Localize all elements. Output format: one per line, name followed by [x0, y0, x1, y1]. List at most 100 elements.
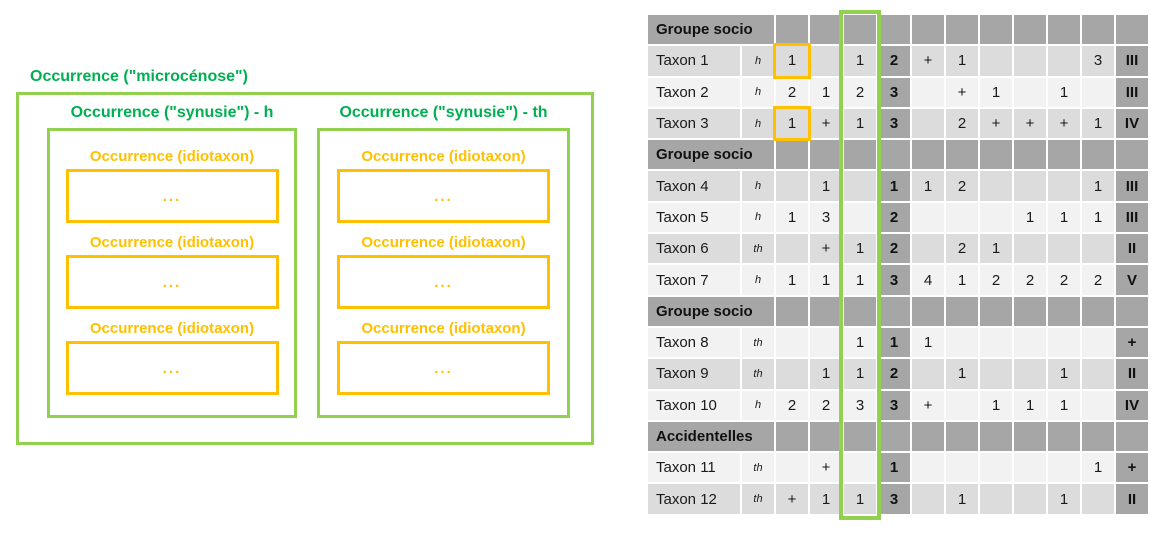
header-filler-cell — [980, 421, 1012, 452]
value-cell: 1 — [810, 77, 842, 107]
total-cell: 3 — [878, 265, 910, 295]
idiotaxon-box: ... — [65, 169, 279, 223]
total-cell: 1 — [878, 327, 910, 358]
header-filler-cell — [912, 140, 944, 170]
idiotaxon-box: ... — [337, 341, 550, 395]
value-cell: 1 — [810, 484, 842, 514]
value-cell — [912, 484, 944, 514]
taxon-name-cell: Taxon 1 — [648, 46, 740, 76]
header-filler-cell — [946, 140, 978, 170]
value-cell: 2 — [946, 108, 978, 139]
header-filler-cell — [878, 140, 910, 170]
value-cell: 3 — [810, 202, 842, 233]
idiotaxon-group: Occurrence (idiotaxon) ... — [65, 147, 279, 223]
value-cell: + — [810, 453, 842, 483]
header-filler-cell — [946, 15, 978, 45]
total-cell: 1 — [878, 171, 910, 201]
microcenose-box — [16, 92, 594, 445]
value-cell: + — [946, 77, 978, 107]
header-filler-cell — [912, 296, 944, 326]
layer-cell: th — [742, 484, 774, 514]
value-cell: 1 — [1014, 390, 1046, 420]
idiotaxon-ellipsis: ... — [434, 273, 453, 291]
header-filler-cell — [912, 421, 944, 452]
value-cell — [776, 171, 808, 201]
value-cell: 2 — [980, 265, 1012, 295]
frequency-cell: IV — [1116, 390, 1148, 420]
value-cell: + — [1048, 108, 1080, 139]
taxon-name-cell: Taxon 7 — [648, 265, 740, 295]
taxon-name-cell: Taxon 10 — [648, 390, 740, 420]
synusie-h-title: Occurrence ("synusie") - h — [70, 104, 274, 121]
value-cell: 1 — [1082, 171, 1114, 201]
idiotaxon-title: Occurrence (idiotaxon) — [361, 234, 526, 251]
value-cell: 1 — [844, 46, 876, 76]
value-cell: 1 — [1048, 359, 1080, 389]
value-cell — [1082, 359, 1114, 389]
value-cell: 3 — [844, 390, 876, 420]
value-cell: 1 — [844, 265, 876, 295]
header-filler-cell — [946, 421, 978, 452]
total-cell: 3 — [878, 77, 910, 107]
header-filler-cell — [1116, 15, 1148, 45]
value-cell — [1014, 46, 1046, 76]
value-cell — [946, 453, 978, 483]
header-filler-cell — [1116, 421, 1148, 452]
header-filler-cell — [844, 296, 876, 326]
value-cell: 1 — [844, 234, 876, 264]
value-cell: 1 — [776, 202, 808, 233]
layer-cell: th — [742, 359, 774, 389]
header-filler-cell — [810, 421, 842, 452]
layer-cell: h — [742, 46, 774, 76]
header-filler-cell — [1014, 140, 1046, 170]
value-cell: 1 — [810, 171, 842, 201]
idiotaxon-box: ... — [337, 169, 550, 223]
value-cell: 2 — [1048, 265, 1080, 295]
value-cell — [776, 453, 808, 483]
header-filler-cell — [878, 15, 910, 45]
header-filler-cell — [844, 421, 876, 452]
layer-cell: th — [742, 327, 774, 358]
layer-cell: h — [742, 390, 774, 420]
value-cell — [1048, 171, 1080, 201]
value-cell: 1 — [1048, 484, 1080, 514]
value-cell: 1 — [1014, 202, 1046, 233]
value-cell: 2 — [844, 77, 876, 107]
idiotaxon-ellipsis: ... — [162, 359, 182, 377]
total-cell: 2 — [878, 359, 910, 389]
value-cell: + — [810, 108, 842, 139]
layer-cell: th — [742, 453, 774, 483]
orange-highlighted-cell: 1 — [773, 105, 811, 142]
value-cell: 2 — [946, 171, 978, 201]
frequency-cell: III — [1116, 202, 1148, 233]
value-cell: 1 — [980, 234, 1012, 264]
header-filler-cell — [810, 296, 842, 326]
layer-cell: h — [742, 77, 774, 107]
taxon-name-cell: Taxon 6 — [648, 234, 740, 264]
header-filler-cell — [1048, 140, 1080, 170]
header-filler-cell — [912, 15, 944, 45]
taxon-name-cell: Taxon 9 — [648, 359, 740, 389]
header-filler-cell — [1014, 296, 1046, 326]
value-cell: 1 — [946, 484, 978, 514]
value-cell: 1 — [946, 359, 978, 389]
value-cell: 1 — [810, 359, 842, 389]
value-cell: 4 — [912, 265, 944, 295]
header-filler-cell — [1116, 296, 1148, 326]
value-cell — [1048, 453, 1080, 483]
layer-cell: h — [742, 171, 774, 201]
layer-cell: h — [742, 202, 774, 233]
total-cell: 3 — [878, 108, 910, 139]
value-cell — [912, 77, 944, 107]
header-filler-cell — [810, 140, 842, 170]
value-cell — [912, 453, 944, 483]
value-cell — [1048, 46, 1080, 76]
idiotaxon-title: Occurrence (idiotaxon) — [89, 148, 255, 165]
value-cell — [844, 202, 876, 233]
taxon-name-cell: Taxon 3 — [648, 108, 740, 139]
idiotaxon-group: Occurrence (idiotaxon) ... — [337, 233, 550, 309]
synusie-th-title: Occurrence ("synusie") - th — [339, 104, 548, 121]
value-cell: 1 — [844, 359, 876, 389]
header-filler-cell — [810, 15, 842, 45]
